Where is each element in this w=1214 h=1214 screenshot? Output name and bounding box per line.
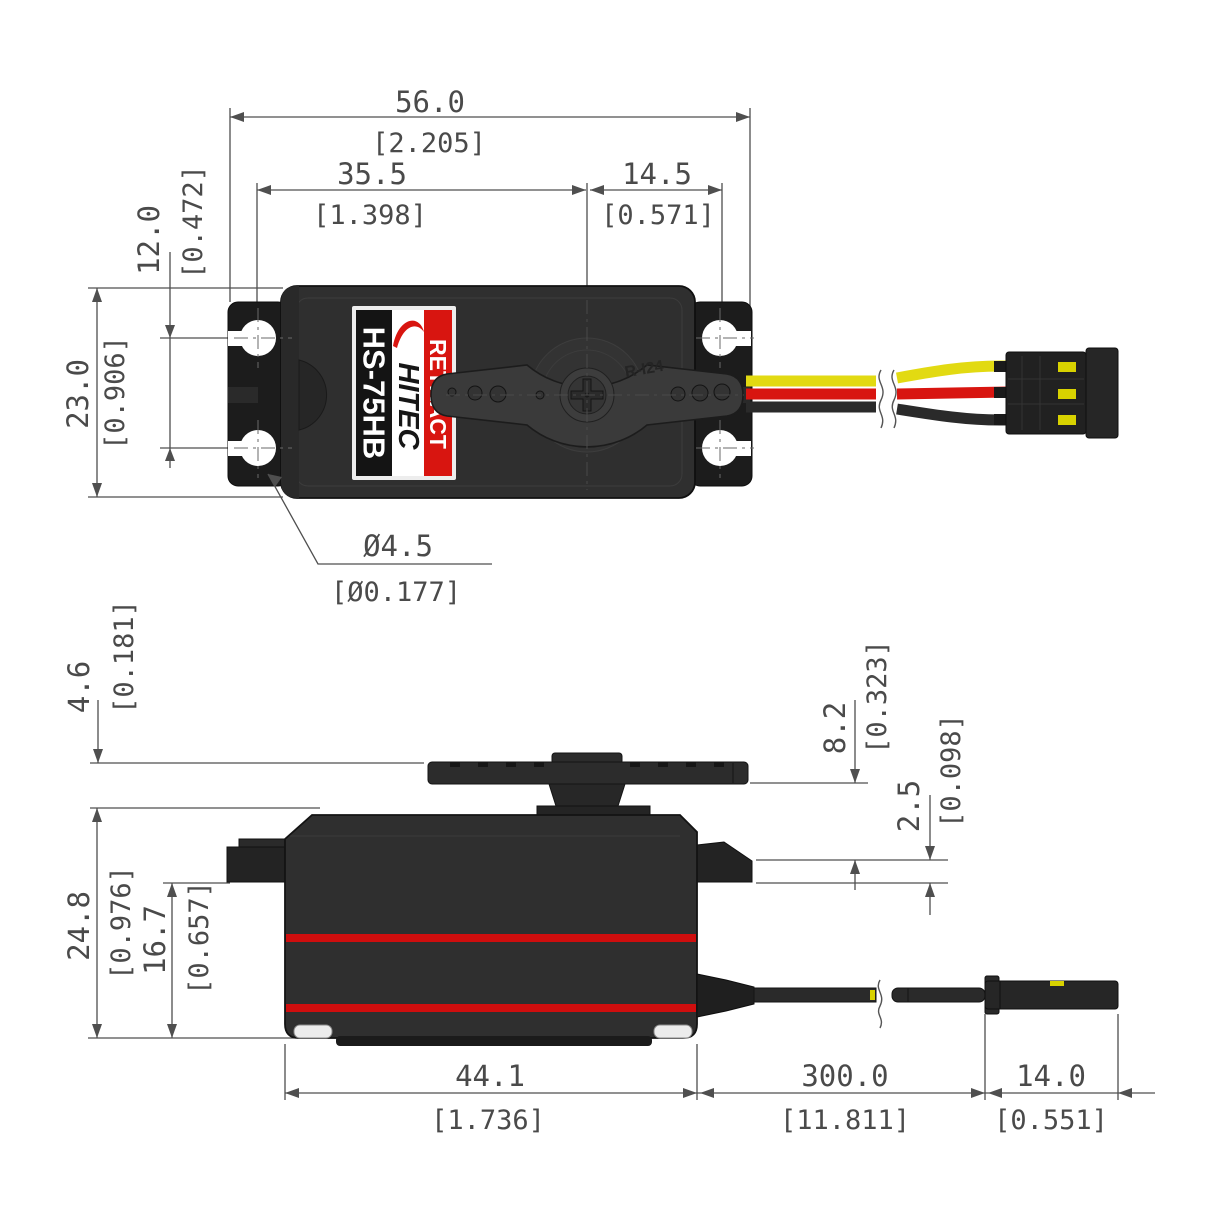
horn-ribs <box>450 762 724 767</box>
connector-key <box>1050 981 1064 986</box>
output-boss-side <box>536 805 651 816</box>
case-stripe-lower <box>286 1004 696 1012</box>
servo-top-view: HS-75HB HITEC RETRACT R-I24 <box>227 285 1119 608</box>
dim-shaft-to-hole-mm: 14.5 <box>622 157 692 191</box>
dim-case-width-in: [0.906] <box>100 336 131 450</box>
dim-cable-length-in: [11.811] <box>780 1105 910 1136</box>
flange-left <box>226 846 288 883</box>
label-band-black <box>356 310 392 476</box>
case-base-strip <box>336 1036 652 1046</box>
case-stripe-upper <box>286 934 696 942</box>
cable-boot <box>696 973 755 1018</box>
dim-hole-dia-in: [Ø0.177] <box>331 577 461 608</box>
dim-hole-to-shaft-mm: 35.5 <box>337 157 407 191</box>
dim-hole-to-shaft-in: [1.398] <box>313 200 427 231</box>
wire-black <box>896 403 1008 426</box>
break-symbol <box>878 369 884 429</box>
mount-hole-callout: Ø4.5 [Ø0.177] <box>267 473 492 608</box>
servo-connector-top <box>994 347 1119 439</box>
dim-case-height-in: [0.976] <box>106 866 137 980</box>
dim-connector-length-mm: 14.0 <box>1016 1059 1086 1093</box>
case-left-notch <box>298 359 328 431</box>
case-foot-left <box>293 1024 333 1039</box>
horn-marking-text: R-I24 <box>623 358 665 382</box>
cable-run <box>891 987 986 1003</box>
wire-entry <box>994 387 1008 398</box>
dim-flange-to-base-mm: 16.7 <box>138 905 172 975</box>
wire-entry <box>994 361 1008 372</box>
cable-run <box>753 987 877 1003</box>
servo-side-view <box>226 752 1119 1046</box>
wire-red <box>896 386 1009 400</box>
top-view-dimensions: 56.0 [2.205] 35.5 [1.398] 14.5 [0.571] 1… <box>61 85 751 498</box>
break-symbol <box>891 369 897 429</box>
dim-case-length-in: [1.736] <box>431 1105 545 1136</box>
dim-horn-standoff-in: [0.181] <box>109 600 140 714</box>
dim-flange-thickness-mm: 2.5 <box>892 780 926 832</box>
break-symbol <box>877 979 883 1029</box>
dim-connector-length-in: [0.551] <box>994 1105 1108 1136</box>
cable-glint <box>870 990 875 1000</box>
servo-wires <box>746 360 1009 429</box>
wire-entry <box>994 414 1008 425</box>
dim-horn-to-flange-in: [0.323] <box>862 640 893 754</box>
dim-horn-standoff-mm: 4.6 <box>62 661 96 713</box>
label-brand-text: HITEC <box>392 363 424 451</box>
case-left-bevel <box>281 286 299 498</box>
horn-bar-side <box>427 761 749 785</box>
brand-swoosh-icon <box>393 320 424 348</box>
side-view-dimensions: 4.6 [0.181] 24.8 [0.976] 16.7 [0.657] 8.… <box>62 600 1155 1136</box>
connector-pin <box>1058 415 1076 425</box>
connector-front <box>1085 347 1119 439</box>
cable-side <box>696 973 1119 1029</box>
connector-pin <box>1058 362 1076 372</box>
dim-hole-dia-mm: Ø4.5 <box>363 529 433 563</box>
dim-overall-width-mm: 56.0 <box>395 85 465 119</box>
case-foot-right <box>653 1024 693 1039</box>
dim-flange-thickness-in: [0.098] <box>936 714 967 828</box>
dim-case-height-mm: 24.8 <box>62 891 96 961</box>
dim-case-length-mm: 44.1 <box>455 1059 525 1093</box>
dim-case-width-mm: 23.0 <box>61 359 95 429</box>
product-label: HS-75HB HITEC RETRACT <box>352 306 456 480</box>
dim-overall-width-in: [2.205] <box>372 128 486 159</box>
flange-right <box>696 841 753 883</box>
wire-yellow <box>896 360 1008 384</box>
label-model-text: HS-75HB <box>357 327 392 460</box>
dim-flange-to-base-in: [0.657] <box>184 881 215 995</box>
horn-hub-side <box>548 783 626 807</box>
dim-horn-to-flange-mm: 8.2 <box>818 702 852 754</box>
connector-pin <box>1058 389 1076 399</box>
dim-hole-offset-mm: 12.0 <box>132 205 166 275</box>
dim-hole-offset-in: [0.472] <box>178 165 209 279</box>
dim-shaft-to-hole-in: [0.571] <box>601 200 715 231</box>
dim-cable-length-mm: 300.0 <box>801 1059 888 1093</box>
tab-groove <box>228 387 258 403</box>
